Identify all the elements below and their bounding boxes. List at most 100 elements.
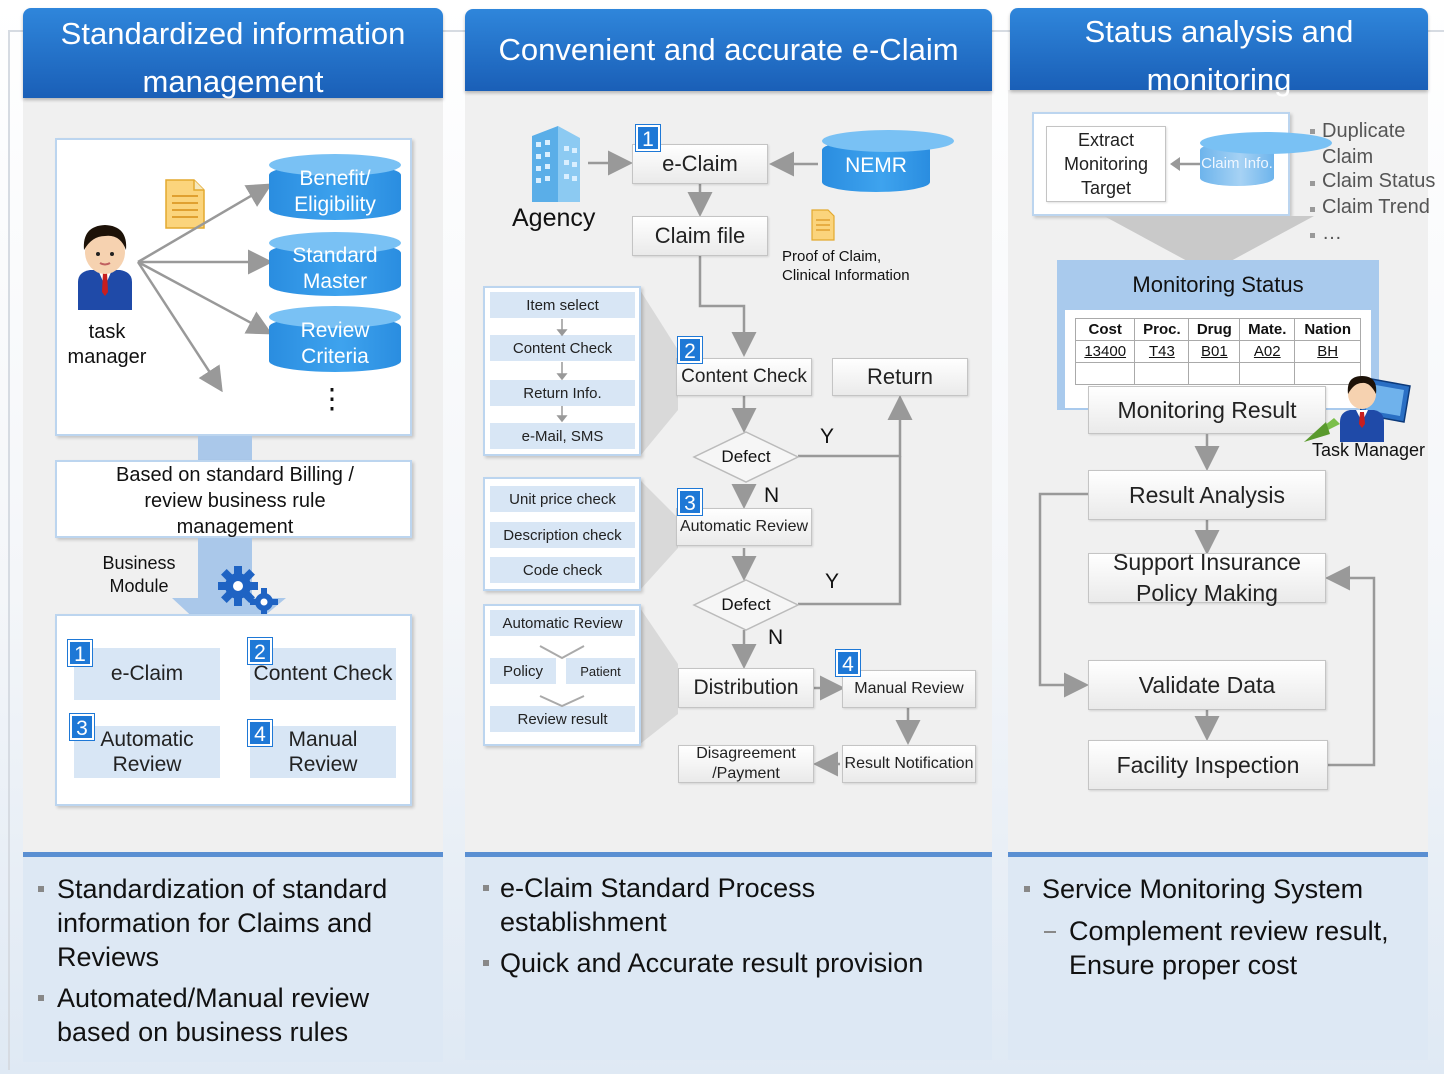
disagreement-box[interactable]: Disagreement /Payment [678,745,814,783]
ellipsis: ⋮ [318,383,346,414]
return-box[interactable]: Return [832,358,968,396]
task-manager-icon [1304,376,1411,442]
td-cost: 13400 [1074,340,1136,363]
side3-arrows [539,645,585,708]
monitoring-table: Cost Proc. Drug Mate. Nation 13400 T43 B… [1074,318,1361,385]
list-bullet-3 [1310,207,1315,212]
module-manual-review[interactable]: Manual Review [250,726,396,778]
list-claim-trend: Claim Trend [1322,196,1430,218]
num-4: 4 [836,650,860,676]
banner-left: Standardized information management [23,8,443,99]
validate-data-box[interactable]: Validate Data [1088,660,1326,710]
frame-line-left [8,30,10,1070]
left-bullet-2: Automated/Manual review based on busines… [57,983,370,1047]
no-label-1: N [764,484,780,507]
list-bullet-4 [1310,233,1315,238]
middle-bottom-panel [465,852,992,1060]
side3-automatic-review: Automatic Review [490,610,635,636]
list-ellipsis: … [1322,222,1342,244]
module-content-check[interactable]: Content Check [250,648,396,700]
support-policy-box[interactable]: Support Insurance Policy Making [1088,549,1326,606]
manual-review-box[interactable]: Manual Review [842,670,976,708]
rule-box-text: Based on standard Billing / review busin… [116,464,354,538]
side3-review-result: Review result [490,706,635,732]
monitoring-result-box[interactable]: Monitoring Result [1088,386,1326,434]
side1-email-sms: e-Mail, SMS [490,423,635,449]
module-eclaim[interactable]: e-Claim [74,648,220,700]
list-bullet-2 [1310,181,1315,186]
document-icon [165,179,205,229]
extract-box: Extract Monitoring Target [1046,126,1166,202]
facility-inspection-box[interactable]: Facility Inspection [1088,740,1328,790]
module-num-2: 2 [248,638,272,664]
cylinder-review-criteria: Review Criteria [269,306,401,372]
cylinder-standard-master: Standard Master [269,232,401,296]
left-bullet-1-square [38,886,44,892]
num-1: 1 [636,125,660,151]
side3-patient: Patient [566,658,635,684]
no-label-2: N [768,626,784,649]
funnel-shape [1104,216,1314,262]
side2-unit-price: Unit price check [490,486,635,512]
side1-item-select: Item select [490,292,635,318]
task-manager-label: task manager [67,321,147,368]
business-module-label: Business Module [102,553,176,596]
left-bullet-2-square [38,995,44,1001]
result-analysis-box[interactable]: Result Analysis [1088,470,1326,520]
banner-right: Status analysis and monitoring [1010,8,1428,97]
right-bullet: Service Monitoring System [1042,874,1364,904]
building-icon [532,126,580,202]
side3-policy: Policy [490,658,556,684]
banner-middle-title: Convenient and accurate e-Claim [498,32,959,67]
distribution-box[interactable]: Distribution [678,668,814,708]
right-sub-bullet: Complement review result, Ensure proper … [1069,916,1389,980]
right-bottom-panel [1008,852,1428,1060]
person-icon [78,225,132,310]
side1-return-info: Return Info. [490,380,635,406]
right-flow-lines [1038,434,1376,767]
module-automatic-review[interactable]: Automatic Review [74,726,220,778]
middle-bullet-1-square [483,885,489,891]
yes-label-1: Y [820,425,835,448]
result-notification-box[interactable]: Result Notification [842,745,976,783]
content-check-box[interactable]: Content Check [676,358,812,396]
fan-arrows [136,183,273,393]
connector-stem [198,436,252,462]
middle-bullet-1: e-Claim Standard Process establishment [500,873,816,937]
num-3: 3 [678,489,702,515]
right-bullet-square [1024,886,1030,892]
claim-info-cylinder: Claim Info. [1200,132,1332,186]
banner-middle: Convenient and accurate e-Claim [465,9,992,91]
proof-label: Proof of Claim, Clinical Information [782,248,910,284]
proof-document-icon [811,209,835,241]
num-2: 2 [678,337,702,363]
gears-icon [218,566,278,616]
task-manager-caption: Task Manager [1312,440,1426,460]
rule-box [55,460,412,538]
banner-left-title: Standardized information management [60,16,406,99]
middle-flow-lines [588,150,921,777]
module-num-1: 1 [68,640,92,666]
left-bottom-panel [23,852,443,1062]
middle-bullet-2-square [483,960,489,966]
td-proc: T43 [1134,340,1190,363]
list-duplicate-claim: Duplicate Claim [1322,120,1406,168]
nemr-cylinder: NEMR [822,130,954,192]
side2-code-check: Code check [490,557,635,583]
th-mate: Mate. [1239,318,1296,341]
side1-content-check: Content Check [490,335,635,361]
defect-decision-1 [692,431,800,483]
claim-file-box[interactable]: Claim file [632,216,768,256]
left-bullet-1: Standardization of standard information … [57,874,388,972]
defect-label-2: Defect [721,595,771,614]
list-claim-status: Claim Status [1322,170,1436,192]
defect-label-1: Defect [721,447,771,466]
banner-right-title: Status analysis and monitoring [1084,14,1354,97]
module-num-4: 4 [248,720,272,746]
yes-label-2: Y [825,570,840,593]
agency-label: Agency [512,204,596,232]
side2-description: Description check [490,522,635,548]
right-sub-bullet-dash [1044,931,1056,933]
cylinder-benefit: Benefit/ Eligibility [269,154,401,220]
defect-decision-2 [692,579,800,631]
